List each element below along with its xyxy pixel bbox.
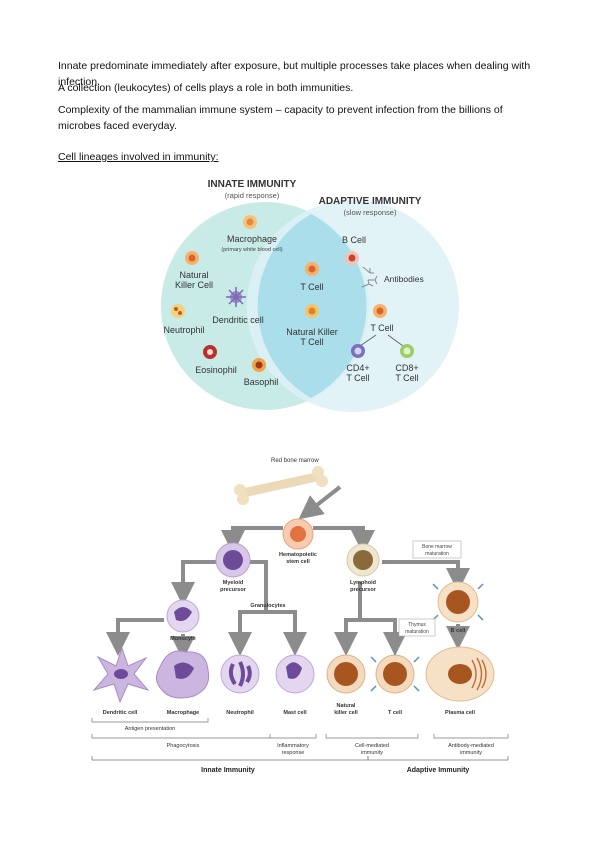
hematopoietic-stem-cell-icon (282, 518, 314, 550)
paragraph-innate: Innate predominate immediately after exp… (58, 60, 531, 88)
bone-marrow-maturation-box (412, 540, 462, 559)
lineage-bcell-label: B cell (451, 628, 466, 634)
lineage-plasma-label: Plasma cell (445, 710, 475, 716)
antibody-icons (361, 266, 378, 288)
myeloid-precursor-icon (215, 542, 251, 578)
venn-tcell2-label: T Cell (370, 323, 393, 333)
thymus-line2: maturation (405, 629, 429, 635)
adaptive-t-cell-icon (373, 304, 387, 318)
venn-cd4-line2: T Cell (346, 373, 369, 383)
cell-mediated-line2: immunity (361, 750, 383, 756)
venn-nkt-line2: T Cell (300, 337, 323, 347)
venn-macrophage-label: Macrophage (227, 234, 277, 244)
natural-killer-cell-icon (185, 251, 199, 265)
innate-subtitle: (rapid response) (225, 191, 280, 200)
myeloid-line1: Myeloid (223, 580, 243, 586)
bm-maturation-line2: maturation (425, 551, 449, 557)
adaptive-title: ADAPTIVE IMMUNITY (319, 196, 422, 207)
lymphoid-precursor-icon (346, 543, 380, 577)
venn-nk-line1: Natural (179, 270, 208, 280)
cell-mediated-line1: Cell-mediated (355, 743, 389, 749)
stem-cell-line2: stem cell (286, 559, 310, 565)
venn-cd8-line1: CD8+ (395, 363, 418, 373)
venn-bcell-label: B Cell (342, 235, 366, 245)
venn-nk-line2: Killer Cell (175, 280, 213, 290)
inflammatory-line1: Inflammatory (277, 743, 309, 749)
adaptive-subtitle: (slow response) (344, 208, 397, 217)
venn-eosinophil-label: Eosinophil (195, 365, 237, 375)
neutrophil-cell-icon (171, 304, 185, 318)
lineage-neutrophil-label: Neutrophil (226, 710, 254, 716)
adaptive-immunity-label: Adaptive Immunity (407, 767, 470, 774)
lymphoid-line1: Lymphoid (350, 580, 376, 586)
lineage-mast-label: Mast cell (283, 710, 307, 716)
plasma-cell-icon (425, 646, 495, 702)
basophil-cell-icon (252, 358, 266, 372)
bone-to-stem-arrow (298, 485, 342, 520)
venn-antibodies-label: Antibodies (384, 274, 424, 284)
lineage-tcell-label: T cell (388, 710, 403, 716)
red-bone-marrow-label: Red bone marrow (271, 458, 319, 464)
lymphoid-line2: precursor (350, 587, 377, 593)
macrophage-cell-icon (243, 215, 257, 229)
eosinophil-cell-icon (203, 345, 217, 359)
paragraph-complexity: Complexity of the mammalian immune syste… (58, 104, 503, 132)
venn-dendritic-label: Dendritic cell (212, 315, 264, 325)
lineage-macrophage-label: Macrophage (167, 710, 199, 716)
function-brackets (91, 718, 509, 761)
innate-immunity-label: Innate Immunity (201, 767, 255, 774)
thymus-line1: Thymus (408, 622, 426, 628)
b-cell-receptor-icon (432, 576, 484, 623)
t-cell-branch-arrows (359, 334, 404, 347)
innate-title: INNATE IMMUNITY (208, 179, 297, 190)
venn-neutrophil-label: Neutrophil (163, 325, 204, 335)
phagocytosis-label: Phagocytosis (167, 743, 200, 749)
macrophage-icon (156, 650, 210, 699)
section-heading: Cell lineages involved in immunity: (58, 151, 219, 163)
venn-cd8-line2: T Cell (395, 373, 418, 383)
antibody-mediated-line2: immunity (460, 750, 482, 756)
monocyte-icon (166, 599, 200, 633)
bone-icon (234, 466, 328, 505)
antibody-mediated-line1: Antibody-mediated (448, 743, 494, 749)
lineage-dendritic-label: Dendritic cell (103, 710, 138, 716)
venn-tcell-label: T Cell (300, 282, 323, 292)
natural-killer-cell-icon (326, 654, 366, 694)
venn-basophil-label: Basophil (244, 377, 279, 387)
nk-cell-line2: killer cell (334, 710, 358, 716)
dendritic-cell-icon (92, 646, 150, 704)
neutrophil-icon (220, 654, 260, 694)
myeloid-line2: precursor (220, 587, 247, 593)
nk-cell-line1: Natural (337, 703, 356, 709)
mast-cell-icon (275, 654, 315, 694)
t-cell-icon (305, 262, 319, 276)
b-cell-icon (345, 251, 359, 265)
dendritic-cell-icon (226, 287, 246, 307)
bm-maturation-line1: Bone marrow (422, 544, 452, 550)
cd8-cell-icon (400, 344, 414, 358)
venn-cd4-line1: CD4+ (346, 363, 369, 373)
monocyte-label: Monocyte (170, 636, 196, 642)
antigen-presentation-label: Antigen presentation (125, 726, 175, 732)
venn-macrophage-note: (primary white blood cell) (221, 247, 282, 253)
cd4-cell-icon (351, 344, 365, 358)
inflammatory-line2: response (282, 750, 305, 756)
lineage-connector-lines (106, 526, 470, 660)
venn-nkt-line1: Natural Killer (286, 327, 338, 337)
thymus-maturation-box (398, 618, 436, 637)
paragraph-leukocytes: A collection (leukocytes) of cells plays… (58, 82, 354, 94)
t-cell-icon (370, 650, 420, 694)
stem-cell-line1: Hematopoietic (279, 552, 317, 558)
nkt-cell-icon (305, 304, 319, 318)
granulocytes-label: Granulocytes (250, 603, 285, 609)
cell-lineage-diagram: Red bone marrow Hematopoietic stem cell … (91, 458, 509, 774)
immunity-venn-diagram: INNATE IMMUNITY (rapid response) ADAPTIV… (161, 179, 459, 412)
